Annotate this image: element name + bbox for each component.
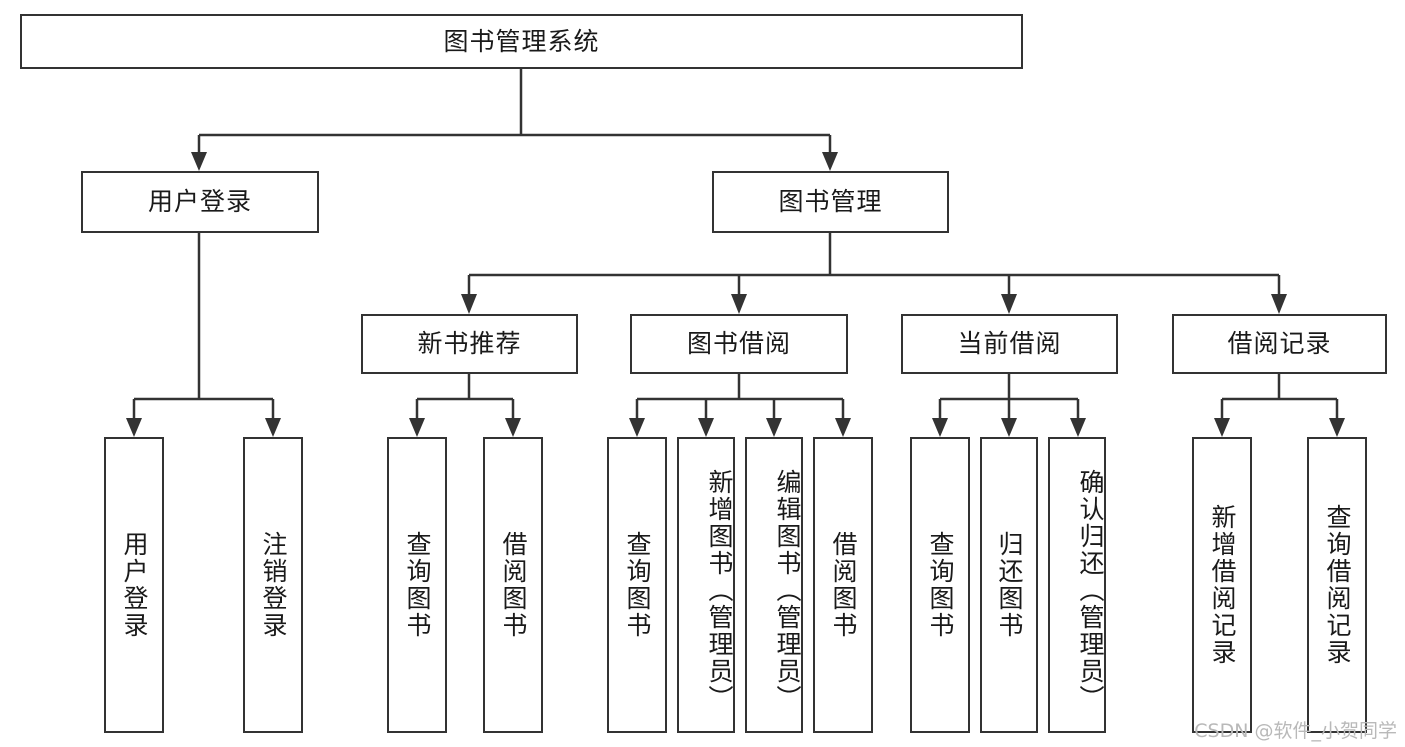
node-leaf-query-book-3[interactable]: 查询图书	[910, 437, 970, 733]
arrow-br-l1	[1214, 418, 1230, 437]
node-leaf-logout-label: 注销登录	[259, 531, 288, 639]
node-leaf-query-record[interactable]: 查询借阅记录	[1307, 437, 1367, 733]
node-leaf-return-book[interactable]: 归还图书	[980, 437, 1038, 733]
node-current-borrow-label: 当前借阅	[957, 329, 1062, 358]
node-leaf-logout[interactable]: 注销登录	[243, 437, 303, 733]
node-borrow-record[interactable]: 借阅记录	[1172, 314, 1387, 374]
arrow-cb-l2	[1001, 418, 1017, 437]
arrow-bm-to-new-book-rec	[461, 294, 477, 314]
node-leaf-borrow-book-2-label: 借阅图书	[829, 531, 858, 639]
node-leaf-query-book-1-label: 查询图书	[403, 531, 432, 639]
node-book-borrow[interactable]: 图书借阅	[630, 314, 848, 374]
node-leaf-edit-book-label: 编辑图书（管理员）	[773, 468, 802, 712]
arrow-cb-l1	[932, 418, 948, 437]
node-leaf-borrow-book-2[interactable]: 借阅图书	[813, 437, 873, 733]
node-leaf-add-record-label: 新增借阅记录	[1208, 504, 1237, 666]
node-root-label: 图书管理系统	[443, 26, 600, 56]
arrow-bb-l1	[629, 418, 645, 437]
node-leaf-edit-book[interactable]: 编辑图书（管理员）	[745, 437, 803, 733]
arrow-bb-l4	[835, 418, 851, 437]
node-new-book-rec-label: 新书推荐	[417, 329, 522, 358]
arrow-nbr-l2	[505, 418, 521, 437]
arrow-br-l2	[1329, 418, 1345, 437]
arrow-user-login-l1	[126, 418, 142, 437]
arrow-bb-l3	[766, 418, 782, 437]
node-leaf-user-login-label: 用户登录	[120, 531, 149, 639]
node-root[interactable]: 图书管理系统	[20, 14, 1023, 69]
node-leaf-query-book-2-label: 查询图书	[623, 531, 652, 639]
node-current-borrow[interactable]: 当前借阅	[901, 314, 1118, 374]
arrow-user-login-l2	[265, 418, 281, 437]
node-user-login[interactable]: 用户登录	[81, 171, 319, 233]
node-leaf-query-record-label: 查询借阅记录	[1323, 504, 1352, 666]
arrow-root-to-book-manage	[822, 152, 838, 171]
arrow-bb-l2	[698, 418, 714, 437]
node-leaf-query-book-2[interactable]: 查询图书	[607, 437, 667, 733]
node-leaf-user-login[interactable]: 用户登录	[104, 437, 164, 733]
arrow-bm-to-current-borrow	[1001, 294, 1017, 314]
node-leaf-confirm-return[interactable]: 确认归还（管理员）	[1048, 437, 1106, 733]
node-leaf-borrow-book-1-label: 借阅图书	[499, 531, 528, 639]
node-borrow-record-label: 借阅记录	[1227, 329, 1332, 358]
node-leaf-add-record[interactable]: 新增借阅记录	[1192, 437, 1252, 733]
node-leaf-borrow-book-1[interactable]: 借阅图书	[483, 437, 543, 733]
node-user-login-label: 用户登录	[147, 187, 252, 216]
arrow-bm-to-borrow-record	[1271, 294, 1287, 314]
node-leaf-query-book-1[interactable]: 查询图书	[387, 437, 447, 733]
node-book-manage[interactable]: 图书管理	[712, 171, 949, 233]
watermark: CSDN @软件_小贺同学	[1194, 720, 1397, 742]
arrow-nbr-l1	[409, 418, 425, 437]
arrow-root-to-user-login	[191, 152, 207, 171]
node-leaf-return-book-label: 归还图书	[995, 531, 1024, 639]
node-leaf-add-book-label: 新增图书（管理员）	[705, 468, 734, 712]
arrow-bm-to-book-borrow	[731, 294, 747, 314]
arrow-cb-l3	[1070, 418, 1086, 437]
node-leaf-query-book-3-label: 查询图书	[926, 531, 955, 639]
node-leaf-confirm-return-label: 确认归还（管理员）	[1076, 468, 1105, 712]
node-book-manage-label: 图书管理	[778, 187, 883, 216]
node-leaf-add-book[interactable]: 新增图书（管理员）	[677, 437, 735, 733]
node-book-borrow-label: 图书借阅	[686, 329, 791, 358]
node-new-book-rec[interactable]: 新书推荐	[361, 314, 578, 374]
